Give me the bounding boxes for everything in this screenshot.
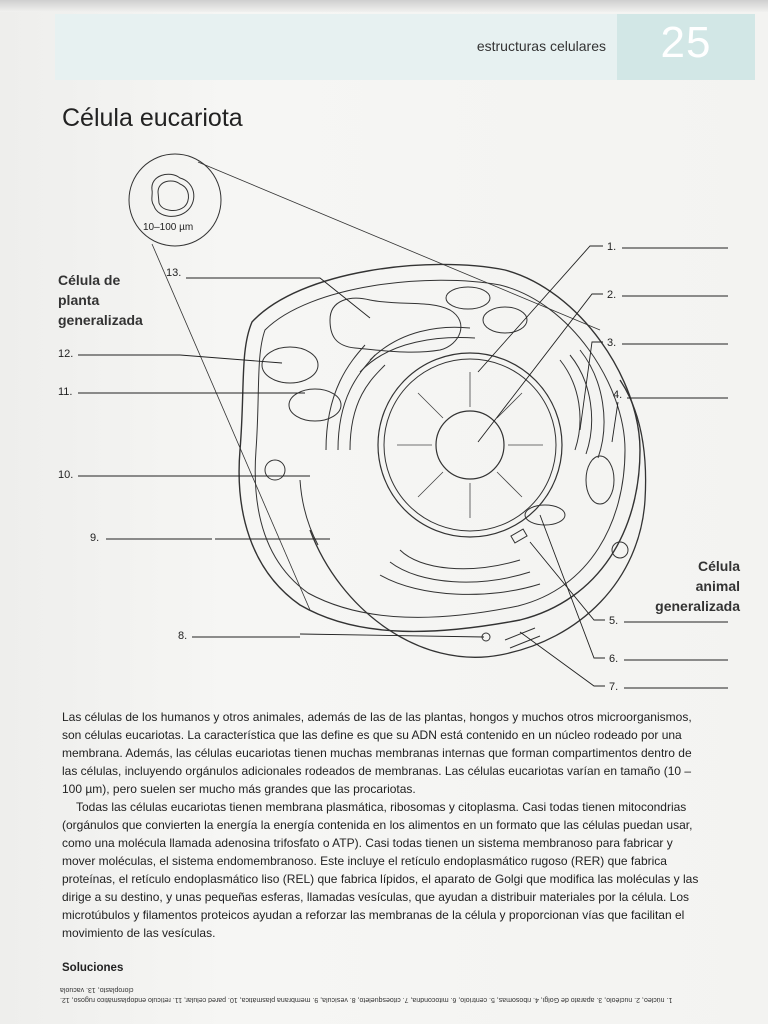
chloroplast [261,346,319,384]
callout-12: 12. [58,348,73,360]
answer-key-inverted: 1. núcleo, 2. nucléolo, 3. aparato de Go… [60,986,673,1003]
paragraph: Todas las células eucariotas tienen memb… [62,800,699,940]
chloroplast [445,286,491,310]
callout-8: 8. [178,630,187,642]
mitochondrion [524,504,566,526]
mitochondrion [585,455,615,505]
leader-lines [170,245,619,687]
callout-2: 2. [607,289,616,301]
plant-plasma-membrane [254,279,626,618]
callout-6: 6. [609,653,618,665]
callout-9: 9. [90,532,99,544]
vesicle [611,541,629,559]
scale-cell-outline [151,173,195,217]
answer-blanks [78,247,728,689]
animal-cell-membrane [309,379,647,658]
scale-label: 10–100 µm [143,222,193,233]
plant-cell-label: Célula de planta generalizada [58,272,143,328]
vacuole [329,297,462,353]
callout-13: 13. [166,267,181,279]
plant-cell-wall [238,263,641,633]
animal-cell-label: Célula animal generalizada [655,558,740,614]
callout-5: 5. [609,615,618,627]
chromatin-lines [397,372,543,518]
page-title: Célula eucariota [62,104,243,132]
callout-4: 4. [613,389,622,401]
page-top-edge [0,0,768,12]
nuclear-envelope-outer [377,352,563,538]
callout-1: 1. [607,241,616,253]
page-number-tab [617,14,755,80]
callout-7: 7. [609,681,618,693]
callout-11: 11. [58,386,72,398]
page-number: 25 [660,18,712,67]
scale-cell-inner [157,180,189,211]
nucleolus [435,410,505,480]
callout-10: 10. [58,469,73,481]
eukaryotic-cell-diagram: 10–100 µm 1. 2. 3. 4. 5. 6. 7. 8. 9. 10.… [58,153,728,693]
solutions-heading: Soluciones [62,962,124,974]
chloroplast [482,306,528,334]
scale-inset-circle [128,153,222,247]
paragraph: Las células de los humanos y otros anima… [62,710,692,796]
section-title: estructuras celulares [476,38,606,54]
vesicle [264,459,286,481]
nuclear-envelope-inner [383,358,557,532]
body-text: Las células de los humanos y otros anima… [62,708,702,942]
chloroplast [288,388,342,422]
callout-3: 3. [607,337,616,349]
